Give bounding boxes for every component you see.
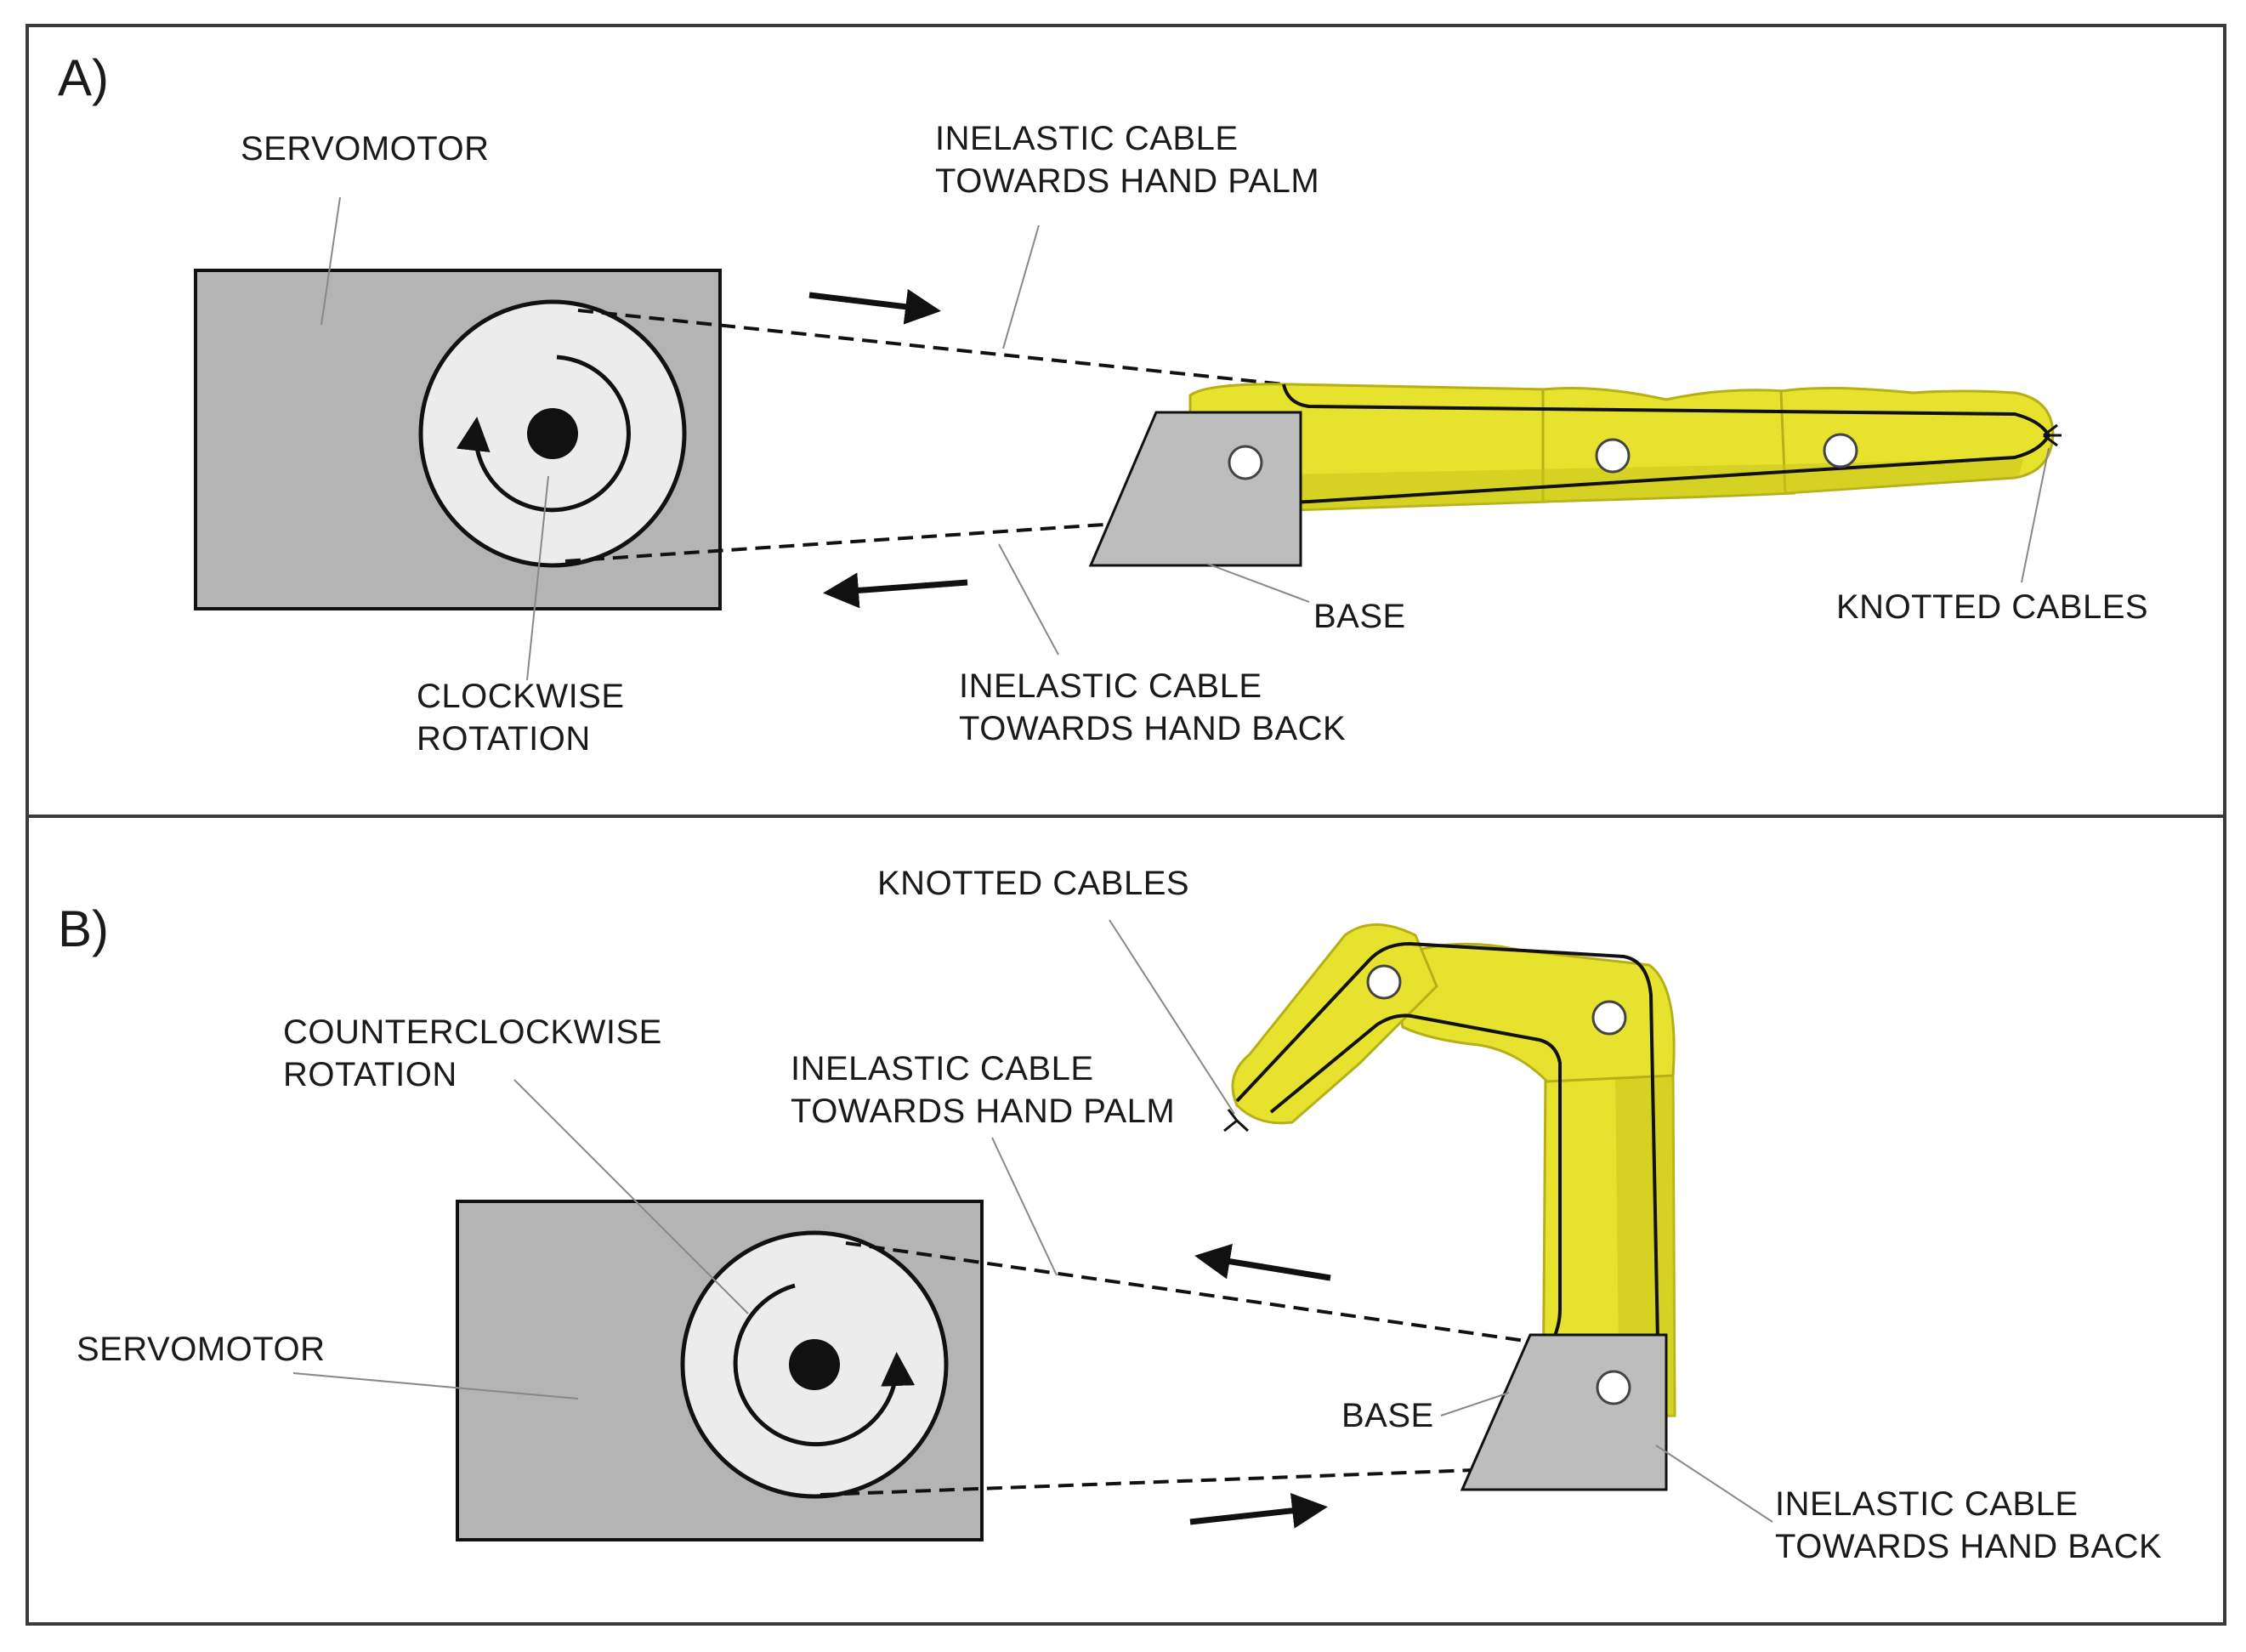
joint-hole-2-b xyxy=(1366,964,1402,1000)
pulley-axle xyxy=(527,408,578,459)
back-cable-label-b-line1: INELASTIC CABLE xyxy=(1775,1485,2079,1523)
back-direction-arrow-b xyxy=(1189,1492,1328,1529)
joint-hole-3-b xyxy=(1591,1000,1627,1036)
back-cable-leader xyxy=(998,543,1059,656)
base-label-b: BASE xyxy=(1341,1397,1434,1434)
palm-cable-label-b-line2: TOWARDS HAND PALM xyxy=(791,1093,1175,1130)
panel-b: B) xyxy=(26,815,2226,1626)
back-cable-label-line1: INELASTIC CABLE xyxy=(959,667,1262,705)
servomotor-label: SERVOMOTOR xyxy=(241,130,489,167)
base-hole-b xyxy=(1596,1370,1631,1405)
rotation-leader xyxy=(526,475,549,681)
internal-palm-cable xyxy=(1282,383,2050,437)
finger-shade xyxy=(1194,459,2023,513)
servomotor-label-b: SERVOMOTOR xyxy=(77,1331,325,1368)
palm-cable-leader-b xyxy=(991,1137,1058,1276)
pulley-axle-b xyxy=(789,1339,840,1390)
rotation-leader-b xyxy=(513,1079,749,1314)
knot-label-b: KNOTTED CABLES xyxy=(877,865,1189,902)
palm-direction-arrow-b xyxy=(1194,1243,1331,1281)
back-cable-label-b-line2: TOWARDS HAND BACK xyxy=(1775,1528,2162,1565)
internal-palm-cable-b xyxy=(1269,1013,1562,1345)
clockwise-arrow xyxy=(456,355,631,513)
panel-b-frame xyxy=(26,815,2226,1626)
panel-a: A) xyxy=(26,24,2226,818)
rotation-label-b-line1: COUNTERCLOCKWISE xyxy=(283,1013,662,1051)
knot-leader-b xyxy=(1109,919,1235,1115)
knot-mark-b xyxy=(1223,1109,1250,1133)
panel-a-label: A) xyxy=(58,49,109,106)
back-cable-leader-b xyxy=(1655,1445,1773,1523)
knot-label: KNOTTED CABLES xyxy=(1836,588,2148,626)
back-cable-label-line2: TOWARDS HAND BACK xyxy=(959,710,1346,747)
base-leader-b xyxy=(1440,1392,1510,1416)
finger-flexed xyxy=(1223,923,1676,1466)
rotation-label-line1: CLOCKWISE xyxy=(417,678,625,715)
counterclockwise-arrow xyxy=(733,1283,916,1447)
palm-direction-arrow xyxy=(808,288,941,325)
panel-b-label: B) xyxy=(58,900,109,957)
palm-cable-label-line1: INELASTIC CABLE xyxy=(935,120,1239,157)
knot-leader xyxy=(2021,447,2050,583)
rotation-label-line2: ROTATION xyxy=(417,720,591,758)
servomotor-leader xyxy=(320,196,341,326)
joint-hole-3 xyxy=(1823,433,1858,468)
palm-cable-leader xyxy=(1002,224,1040,349)
servomotor-leader-b xyxy=(292,1372,579,1399)
palm-cable-label-line2: TOWARDS HAND PALM xyxy=(935,162,1319,200)
rotation-label-b-line2: ROTATION xyxy=(283,1056,457,1093)
finger-shade-b xyxy=(1615,1073,1675,1416)
base-hole xyxy=(1228,445,1263,480)
middle-phalanx-b xyxy=(1388,942,1676,1083)
back-direction-arrow xyxy=(823,572,968,609)
palm-cable-label-b-line1: INELASTIC CABLE xyxy=(791,1050,1094,1087)
knot-mark xyxy=(2043,423,2062,447)
base-leader xyxy=(1206,563,1310,603)
joint-hole-2 xyxy=(1595,438,1631,474)
base-label: BASE xyxy=(1313,598,1406,635)
